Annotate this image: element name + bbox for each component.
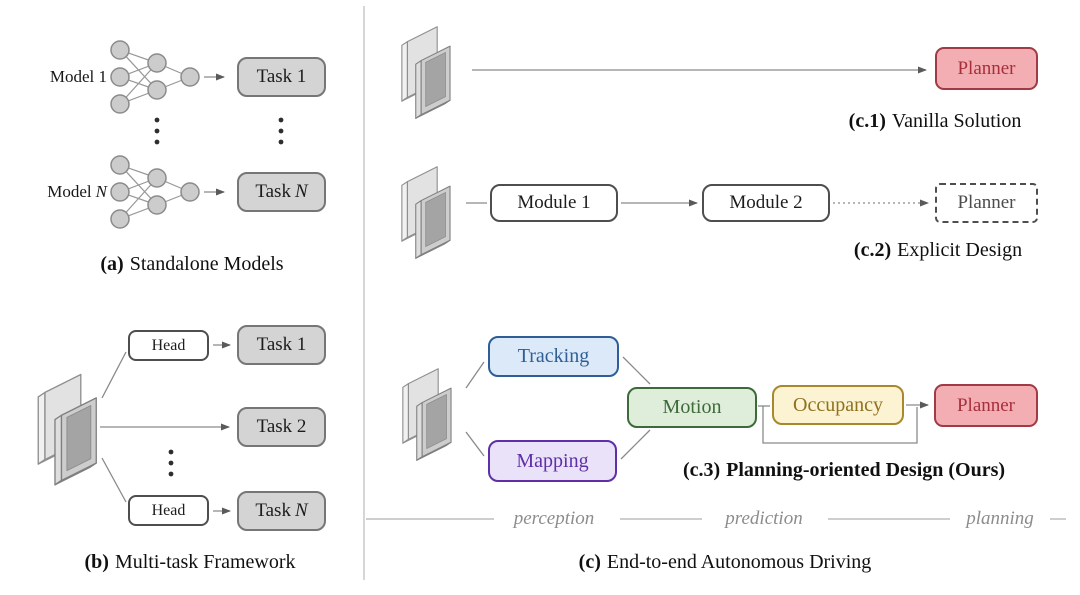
planner-dashed-box-c2: Planner: [935, 183, 1038, 223]
model-n-var: N: [95, 182, 107, 201]
panel-a-caption-text: Standalone Models: [129, 253, 284, 275]
c1-caption-text: Vanilla Solution: [891, 110, 1022, 132]
panel-c-caption-label: (c): [578, 551, 601, 573]
panel-b-caption: (b)Multi-task Framework: [30, 551, 350, 574]
stage-planning-text: planning: [966, 508, 1034, 529]
motion-box: Motion: [627, 387, 757, 428]
module-2-label: Module 2: [729, 192, 803, 213]
backbone-icon: [401, 26, 451, 119]
task-n-prefix: Task: [255, 500, 291, 521]
model-n-prefix: Model: [47, 182, 92, 201]
c2-caption: (c.2)Explicit Design: [818, 239, 1058, 262]
task-1-label: Task 1: [256, 66, 307, 87]
backbone-icon: [37, 373, 97, 486]
task-1-label: Task 1: [256, 334, 307, 355]
tracking-box: Tracking: [488, 336, 619, 377]
planner-label: Planner: [957, 57, 1016, 79]
model-1-text: Model 1: [49, 67, 107, 86]
panel-a-caption-label: (a): [100, 253, 124, 275]
module-1-label: Module 1: [517, 192, 591, 213]
stage-planning: planning: [954, 508, 1046, 530]
planner-label: Planner: [957, 192, 1016, 213]
c2-caption-label: (c.2): [853, 239, 892, 261]
line-tracking-motion: [622, 356, 651, 385]
task-1-box-b: Task 1: [237, 325, 326, 365]
c3-caption-label: (c.3): [682, 459, 721, 481]
stage-perception-text: perception: [513, 508, 595, 529]
stage-prediction-text: prediction: [725, 508, 803, 529]
line-backbone-tracking: [465, 361, 485, 389]
planner-label: Planner: [956, 394, 1016, 416]
stage-perception: perception: [496, 508, 612, 530]
panel-c-caption: (c)End-to-end Autonomous Driving: [510, 551, 940, 574]
line-backbone-head1: [101, 351, 127, 399]
mapping-box: Mapping: [488, 440, 617, 482]
motion-label: Motion: [662, 396, 722, 418]
task-n-prefix: Task: [255, 181, 291, 202]
c1-caption-label: (c.1): [848, 110, 886, 132]
head-1-box: Head: [128, 330, 209, 361]
neural-network-icon: [110, 40, 200, 114]
model-1-label: Model 1: [8, 67, 107, 87]
line-backbone-mapping: [465, 431, 485, 457]
task-n-var: N: [294, 181, 308, 202]
tracking-label: Tracking: [517, 345, 590, 367]
module-1-box: Module 1: [490, 184, 618, 222]
c1-caption: (c.1)Vanilla Solution: [815, 110, 1055, 133]
occupancy-box: Occupancy: [772, 385, 904, 425]
panel-c-caption-text: End-to-end Autonomous Driving: [606, 551, 872, 573]
head-1-label: Head: [151, 336, 186, 354]
task-2-box-b: Task 2: [237, 407, 326, 447]
panel-a-caption: (a)Standalone Models: [52, 253, 332, 276]
head-2-label: Head: [151, 501, 186, 519]
backbone-icon: [402, 368, 452, 461]
stage-prediction: prediction: [706, 508, 822, 530]
head-2-box: Head: [128, 495, 209, 526]
neural-network-icon: [110, 155, 200, 229]
panel-b-caption-text: Multi-task Framework: [114, 551, 296, 573]
line-mapping-motion: [620, 429, 651, 460]
c2-caption-text: Explicit Design: [897, 239, 1023, 261]
task-n-var: N: [294, 500, 308, 521]
c3-caption: (c.3)Planning-oriented Design (Ours): [628, 459, 1060, 482]
vertical-ellipsis-dots: [154, 117, 160, 145]
vertical-ellipsis-dots: [168, 449, 174, 477]
task-1-box-a: Task 1: [237, 57, 326, 97]
line-backbone-head2: [101, 457, 127, 503]
task-2-label: Task 2: [256, 416, 307, 437]
backbone-icon: [401, 166, 451, 259]
planner-box-c3: Planner: [934, 384, 1038, 427]
vertical-ellipsis-dots: [278, 117, 284, 145]
mapping-label: Mapping: [516, 449, 589, 472]
planner-box-c1: Planner: [935, 47, 1038, 90]
panel-b-caption-label: (b): [84, 551, 109, 573]
c3-caption-text: Planning-oriented Design (Ours): [726, 459, 1006, 481]
module-2-box: Module 2: [702, 184, 830, 222]
occupancy-label: Occupancy: [793, 393, 883, 416]
